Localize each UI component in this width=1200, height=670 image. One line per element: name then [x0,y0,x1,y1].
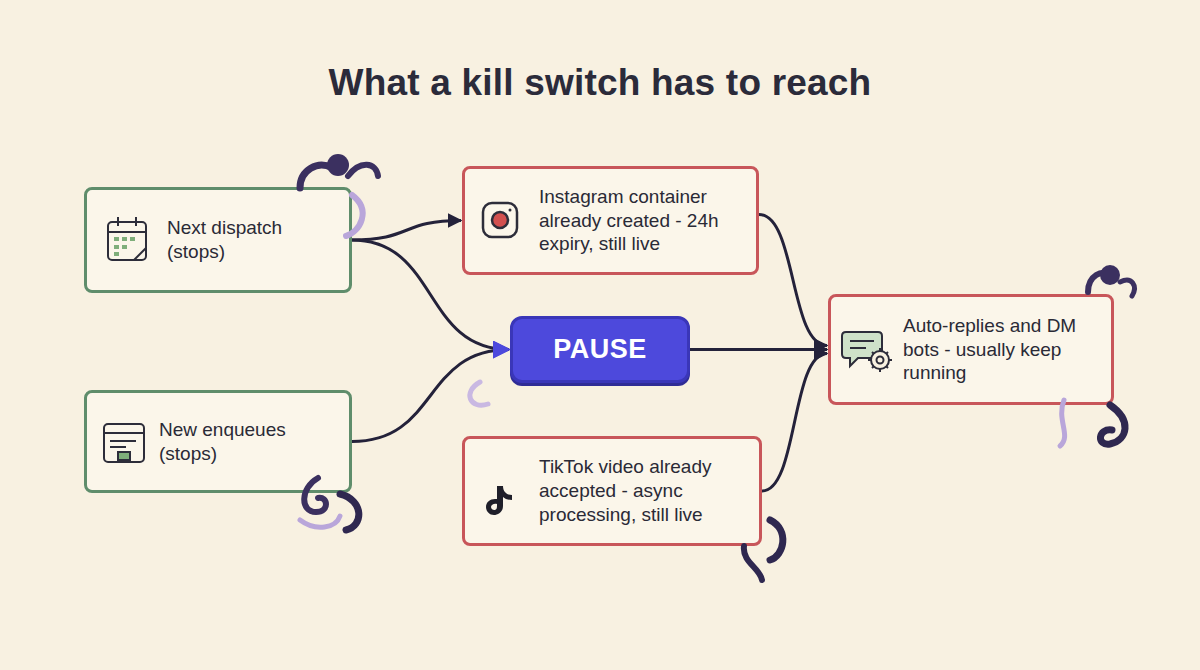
flow-connector [759,215,827,346]
button-label: PAUSE [553,333,647,367]
auto-reply-box: Auto-replies and DM bots - usually keep … [828,294,1114,405]
flow-connector [352,221,461,241]
flow-connector [352,350,509,442]
box-label: New enqueues (stops) [159,418,335,466]
box-label: Instagram container already created - 24… [539,185,742,256]
box-label: TikTok video already accepted - async pr… [539,455,745,526]
tiktok-icon [486,486,512,515]
dispatch-box: Next dispatch (stops) [84,187,352,293]
tiktok-box: TikTok video already accepted - async pr… [462,436,762,546]
diagram-title: What a kill switch has to reach [0,62,1200,104]
flow-connector [762,354,827,492]
calendar-icon [108,217,146,260]
box-label: Next dispatch (stops) [167,216,335,264]
tentacle-decoration [300,154,1134,580]
queue-icon [104,424,144,462]
instagram-box: Instagram container already created - 24… [462,166,759,275]
flow-connector [690,348,827,351]
pause-button: PAUSE [510,316,690,383]
instagram-icon [483,203,517,237]
box-label: Auto-replies and DM bots - usually keep … [903,314,1097,385]
chat-bot-icon [842,332,892,372]
enqueue-box: New enqueues (stops) [84,390,352,493]
